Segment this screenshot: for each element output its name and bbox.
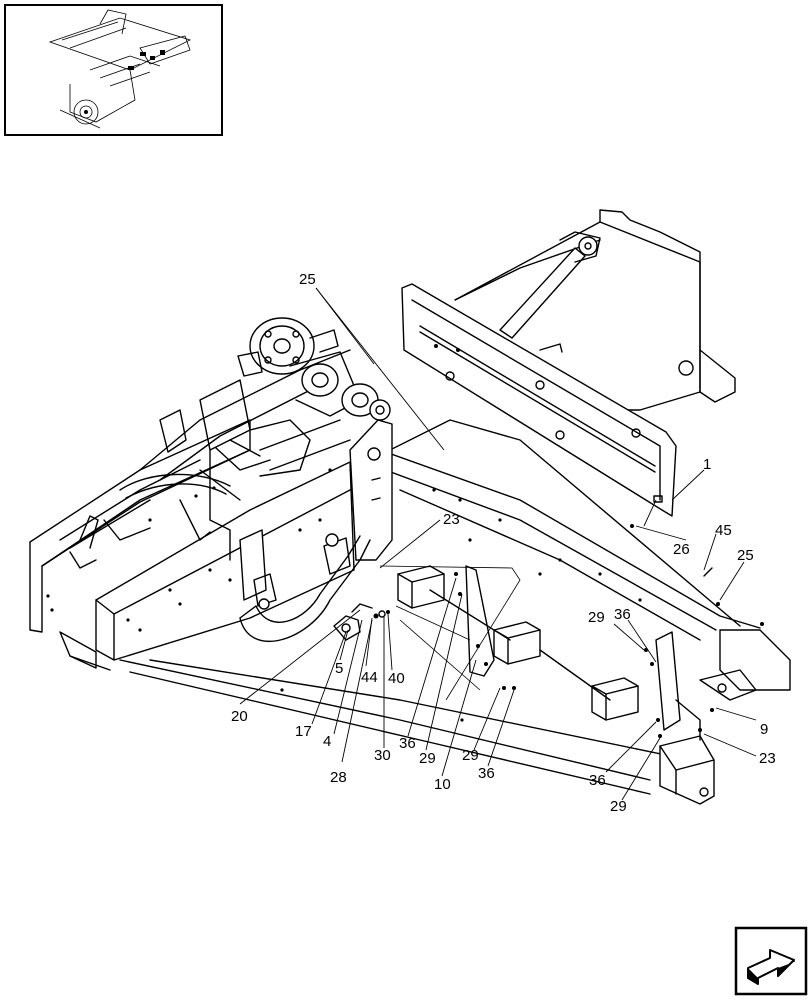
spacer-blocks [397,565,639,721]
callout-25: 25 [299,271,316,288]
callout-23: 23 [443,511,460,528]
feed-tines [103,439,271,541]
rear-housing [454,209,736,411]
callout-10: 10 [434,776,451,793]
callout-9: 9 [760,721,768,738]
callout-36: 36 [589,772,606,789]
machine-overview-thumbnail [4,4,223,136]
callout-1: 1 [703,456,711,473]
callout-29: 29 [462,747,479,764]
floating-bolts [630,524,764,626]
callout-36: 36 [399,735,416,752]
callout-5: 5 [335,660,343,677]
callout-26: 26 [673,541,690,558]
callout-29: 29 [588,609,605,626]
center-arm [159,399,393,561]
callout-45: 45 [715,522,732,539]
callout-29: 29 [610,798,627,815]
baler-frame-drawing [29,209,791,805]
callout-30: 30 [374,747,391,764]
callout-4: 4 [323,733,331,750]
callout-40: 40 [388,670,405,687]
callout-17: 17 [295,723,312,740]
frame-rails [119,419,761,795]
callout-28: 28 [330,769,347,786]
cover-panel-1 [401,283,677,517]
page-forward-arrow-icon[interactable] [734,926,808,996]
flywheel-drive [199,317,379,477]
callout-labels: 25 1 23 26 45 25 29 36 5 44 40 20 17 4 2… [231,271,776,815]
callout-44: 44 [361,669,378,686]
right-end-brackets [644,629,791,805]
callout-23: 23 [759,750,776,767]
drive-belt-loop [239,529,371,643]
leader-lines [239,287,757,801]
callout-20: 20 [231,708,248,725]
callout-36: 36 [614,606,631,623]
callout-36: 36 [478,765,495,782]
callout-29: 29 [419,750,436,767]
small-hardware [333,603,390,641]
main-chassis [29,349,355,671]
callout-25: 25 [737,547,754,564]
